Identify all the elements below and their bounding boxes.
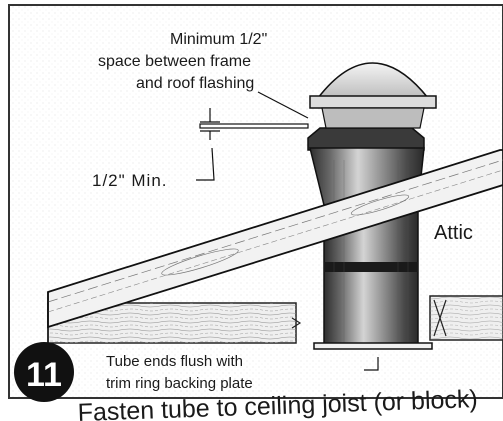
roof-rafter [47, 149, 503, 345]
minimum-gap-note-line2: space between frame [98, 53, 251, 70]
ceiling-joist-right [429, 295, 503, 341]
minimum-gap-note-line3: and roof flashing [136, 75, 254, 92]
minimum-gap-note-line1: Minimum 1/2" [170, 31, 267, 48]
step-number-badge: 11 [14, 342, 74, 402]
min-gap-label: 1/2" Min. [92, 171, 168, 190]
dimension-markers [196, 91, 379, 371]
skylight-dome [309, 62, 437, 129]
tube-end-note-line2: trim ring backing plate [106, 375, 253, 392]
attic-label: Attic [434, 222, 473, 244]
step-number: 11 [26, 356, 62, 394]
tube-end-note-line1: Tube ends flush with [106, 353, 243, 370]
trim-ring [313, 342, 433, 350]
roof-flashing [199, 123, 309, 129]
